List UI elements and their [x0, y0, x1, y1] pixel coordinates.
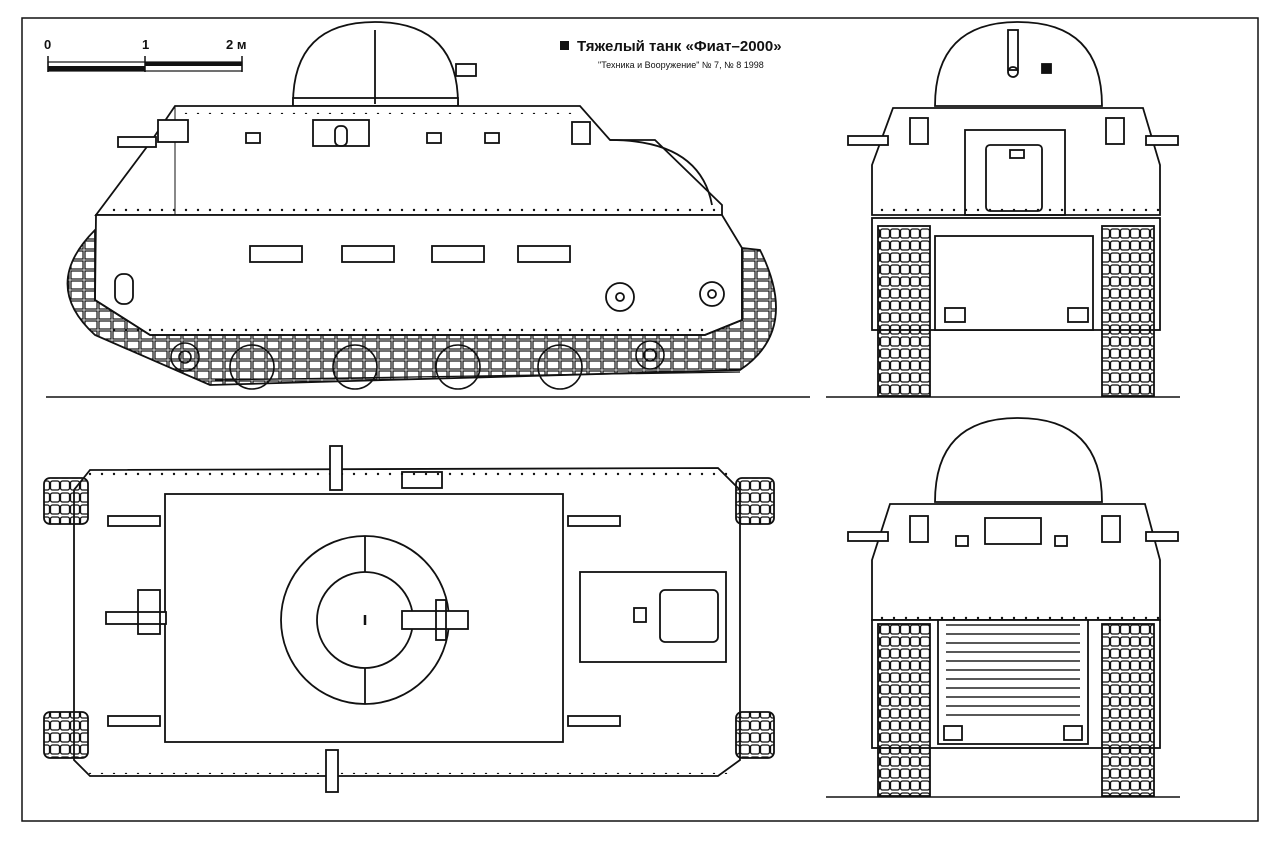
- drawing-source: "Техника и Вооружение" № 7, № 8 1998: [598, 60, 764, 70]
- drawing-title-text: Тяжелый танк «Фиат–2000»: [577, 38, 782, 55]
- top-view: [43, 445, 775, 793]
- title-bullet-icon: [560, 41, 569, 50]
- front-view: [826, 21, 1180, 398]
- rear-view: [826, 417, 1180, 798]
- scale-label-0: 0: [44, 37, 52, 52]
- scale-bar: [47, 56, 243, 72]
- scale-label-1: 1: [142, 37, 150, 52]
- scale-label-2: 2 м: [226, 37, 247, 52]
- side-view: [46, 21, 810, 398]
- drawing-title: Тяжелый танк «Фиат–2000»: [560, 38, 782, 55]
- sheet-frame: [21, 17, 1259, 822]
